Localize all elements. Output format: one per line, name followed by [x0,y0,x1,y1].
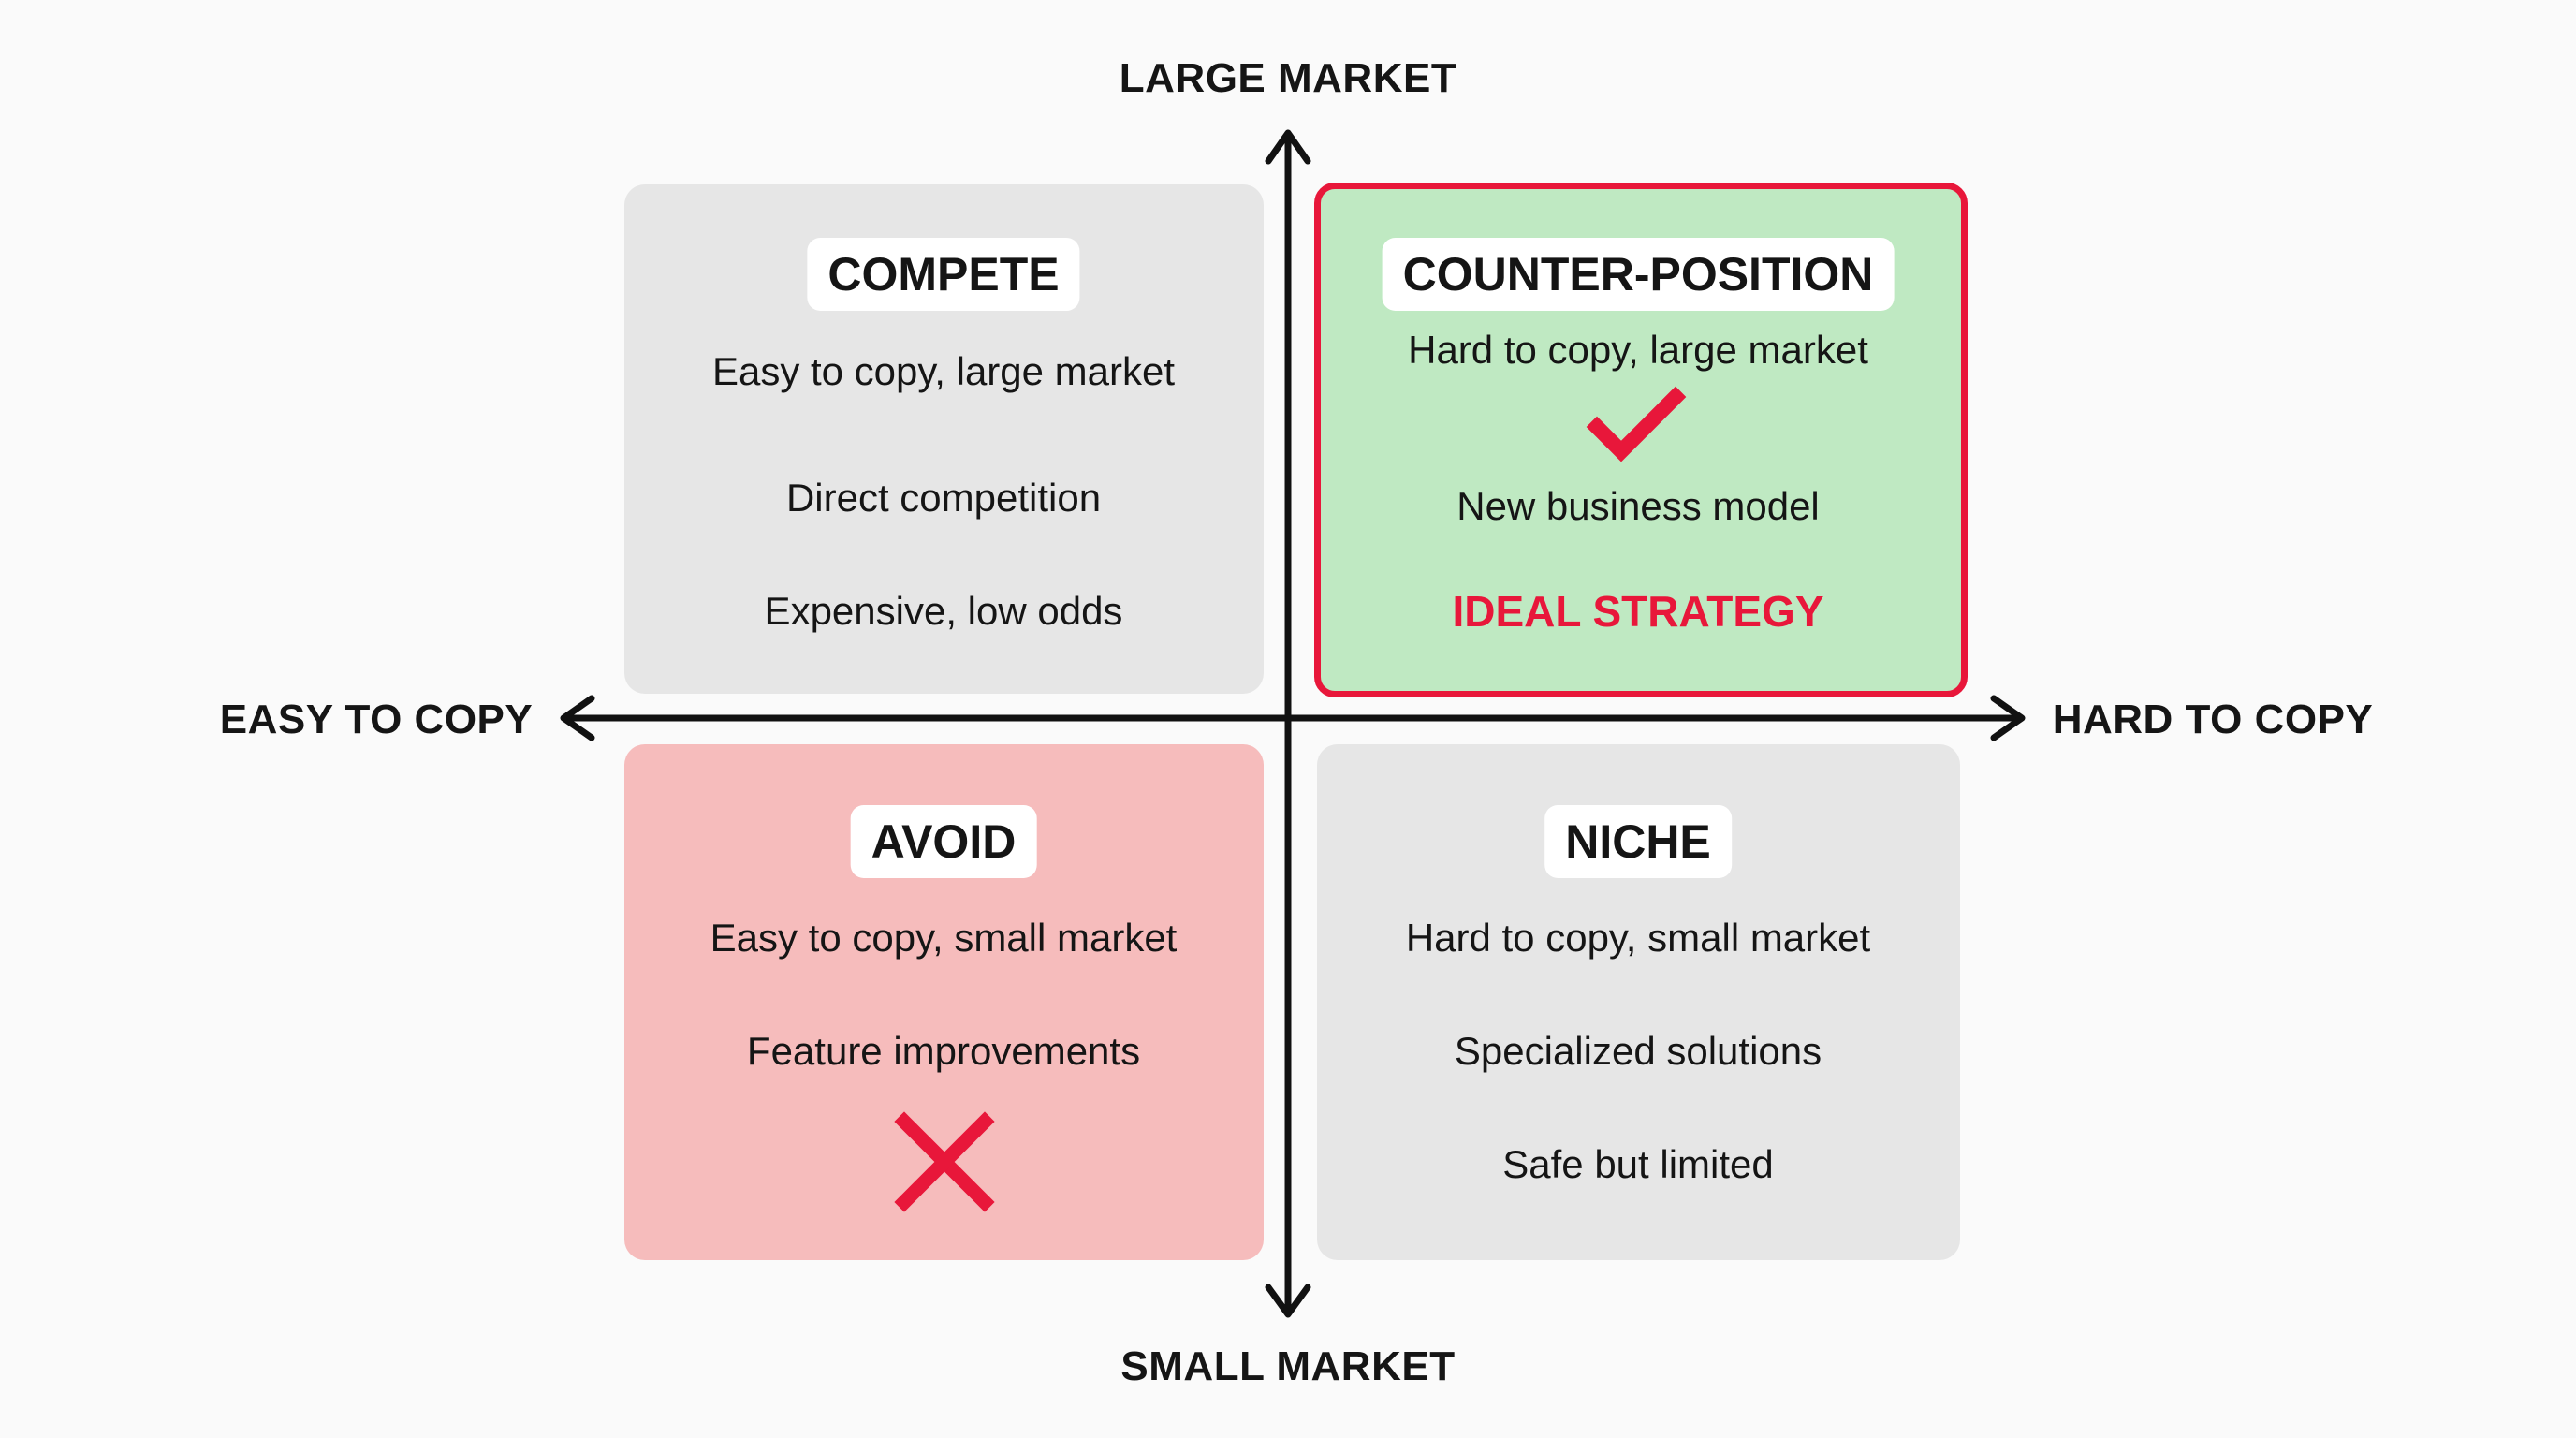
axis-label-right: HARD TO COPY [2052,697,2374,742]
niche-title: NICHE [1544,805,1732,878]
avoid-title: AVOID [850,805,1037,878]
niche-line: Specialized solutions [1454,1029,1822,1073]
compete-line: Direct competition [785,476,1102,520]
compete-line: Expensive, low odds [764,589,1123,633]
niche-line: Safe but limited [1502,1142,1774,1186]
arrow-up-icon [1265,129,1311,165]
counter-position-line: New business model [1456,484,1820,528]
ideal-strategy-label: IDEAL STRATEGY [1452,587,1824,636]
arrow-left-icon [560,695,595,741]
counter-position-line: Hard to copy, large market [1408,328,1868,372]
avoid-line: Easy to copy, small market [710,916,1178,960]
axis-label-left: EASY TO COPY [219,697,534,742]
counter-position-title: COUNTER-POSITION [1382,238,1895,311]
compete-line: Easy to copy, large market [711,349,1176,393]
axis-label-bottom: SMALL MARKET [1120,1343,1456,1389]
compete-title: COMPETE [807,238,1080,311]
checkmark-icon [1586,386,1687,462]
x-icon [894,1111,995,1212]
niche-line: Hard to copy, small market [1405,916,1871,960]
axis-label-top: LARGE MARKET [1119,55,1457,101]
avoid-line: Feature improvements [746,1029,1141,1073]
arrow-down-icon [1265,1284,1311,1318]
arrow-right-icon [1990,695,2026,741]
